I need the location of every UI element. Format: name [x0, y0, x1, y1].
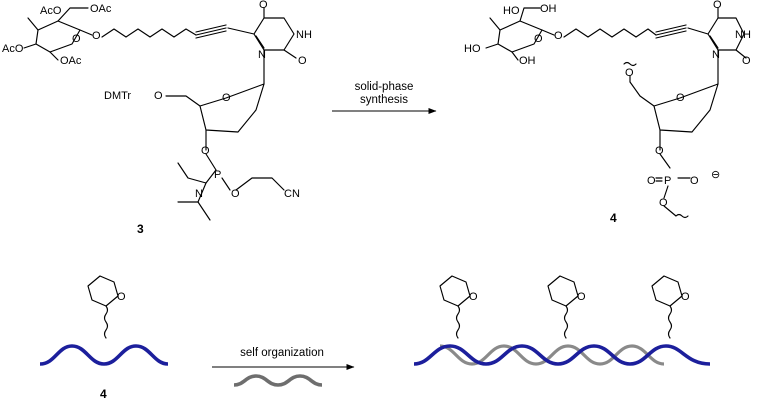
- alkyne-3: [195, 24, 227, 39]
- acetoxy-label: OAc: [90, 3, 112, 15]
- compound-3-label: 3: [137, 222, 144, 236]
- hydroxyl-label: OH: [540, 3, 557, 15]
- n1-label: N: [258, 49, 266, 61]
- ring-oxygen-label: O: [534, 33, 543, 45]
- phosphoryl-o-label: O: [647, 175, 656, 187]
- carbonyl-o-label: O: [298, 55, 307, 67]
- nitrogen-label: N: [195, 188, 203, 200]
- synthesis-label: synthesis: [360, 94, 408, 106]
- template-strand-icon: [439, 344, 665, 366]
- ring-oxygen-label: O: [72, 33, 81, 45]
- phosphodiester-o-label: O: [655, 145, 664, 157]
- reaction-arrow-1: solid-phase synthesis: [332, 81, 437, 114]
- compound-4-structure: HO OH HO OH O O O NH O N: [464, 0, 751, 225]
- backbone-o-label: O: [625, 67, 634, 79]
- carbonyl-o-label: O: [259, 0, 268, 11]
- phosphorus-label: P: [664, 175, 671, 187]
- acetoxy-label: OAc: [60, 55, 82, 67]
- uracil-base-3: O NH O N: [227, 0, 312, 85]
- monomer-4-label: 4: [100, 387, 107, 401]
- acetoxy-label: AcO: [40, 5, 62, 17]
- phosphodiester-o-label: O: [659, 197, 668, 209]
- compound-3-structure: AcO OAc AcO OAc O O O NH O N: [2, 0, 312, 236]
- dna-strand-icon: [413, 344, 711, 366]
- carbonyl-o-label: O: [742, 55, 751, 67]
- wavy-linker-icon: [455, 305, 461, 339]
- furanose-o-label: O: [222, 92, 231, 104]
- linker-o-label: O: [154, 90, 163, 102]
- pyranose-o-label: O: [577, 291, 586, 303]
- nh-label: NH: [296, 29, 312, 41]
- nitrile-label: CN: [284, 188, 300, 200]
- template-strand-icon: [233, 374, 323, 387]
- negative-charge-icon: ⊖: [711, 169, 720, 181]
- pyranose-o-label: O: [681, 291, 690, 303]
- pyranose-o-label: O: [469, 291, 478, 303]
- acetoxy-label: AcO: [2, 43, 24, 55]
- self-organization-label: self organization: [240, 347, 324, 359]
- glycosidic-oxygen-label: O: [554, 30, 563, 42]
- pyranose-ring-icon: [87, 275, 119, 307]
- alkyl-linker-3: [101, 28, 197, 38]
- phosphate-o-minus-label: O: [690, 175, 699, 187]
- solid-phase-label: solid-phase: [355, 81, 414, 93]
- pyranose-ring-icon: [651, 275, 683, 307]
- phosphite-o-label: O: [201, 145, 210, 157]
- wavy-bond-icon: [623, 61, 637, 83]
- phosphate-4: O O P O ⊖ O: [647, 145, 720, 219]
- dmtr-label: DMTr: [104, 90, 131, 102]
- pyranose-ring-icon: [547, 275, 579, 307]
- hydroxyl-label: HO: [503, 5, 520, 17]
- hydroxyl-label: OH: [519, 55, 536, 67]
- wavy-bond-icon: [663, 205, 689, 219]
- n1-label: N: [712, 49, 720, 61]
- hydroxyl-label: HO: [464, 43, 481, 55]
- reaction-arrow-2: self organization: [212, 347, 355, 387]
- ester-o-label: O: [231, 188, 240, 200]
- dna-strand-icon: [39, 344, 169, 366]
- galactose-ring-3: AcO OAc AcO OAc O O: [2, 3, 112, 67]
- alkyl-linker-4: [563, 28, 657, 38]
- deoxyribose-4: O O: [623, 61, 719, 151]
- nh-label: NH: [735, 29, 751, 41]
- deoxyribose-3: O DMTr O: [104, 83, 265, 151]
- compound-4-label: 4: [610, 211, 617, 225]
- carbonyl-o-label: O: [713, 0, 722, 11]
- galactose-ring-4: HO OH HO OH O O: [464, 3, 563, 67]
- pyranose-o-label: O: [117, 291, 126, 303]
- assembled-duplex: O O O: [413, 275, 711, 366]
- alkyne-4: [655, 24, 687, 39]
- phosphoramidite-3: O P N O CN: [177, 145, 300, 221]
- phosphorus-label: P: [214, 169, 221, 181]
- wavy-linker-icon: [667, 305, 673, 339]
- wavy-linker-icon: [103, 305, 109, 339]
- glycosidic-oxygen-label: O: [92, 30, 101, 42]
- uracil-base-4: O NH O N: [687, 0, 751, 85]
- wavy-linker-icon: [563, 305, 569, 339]
- monomer-4-cartoon: O 4: [39, 275, 169, 401]
- pyranose-ring-icon: [439, 275, 471, 307]
- furanose-o-label: O: [676, 92, 685, 104]
